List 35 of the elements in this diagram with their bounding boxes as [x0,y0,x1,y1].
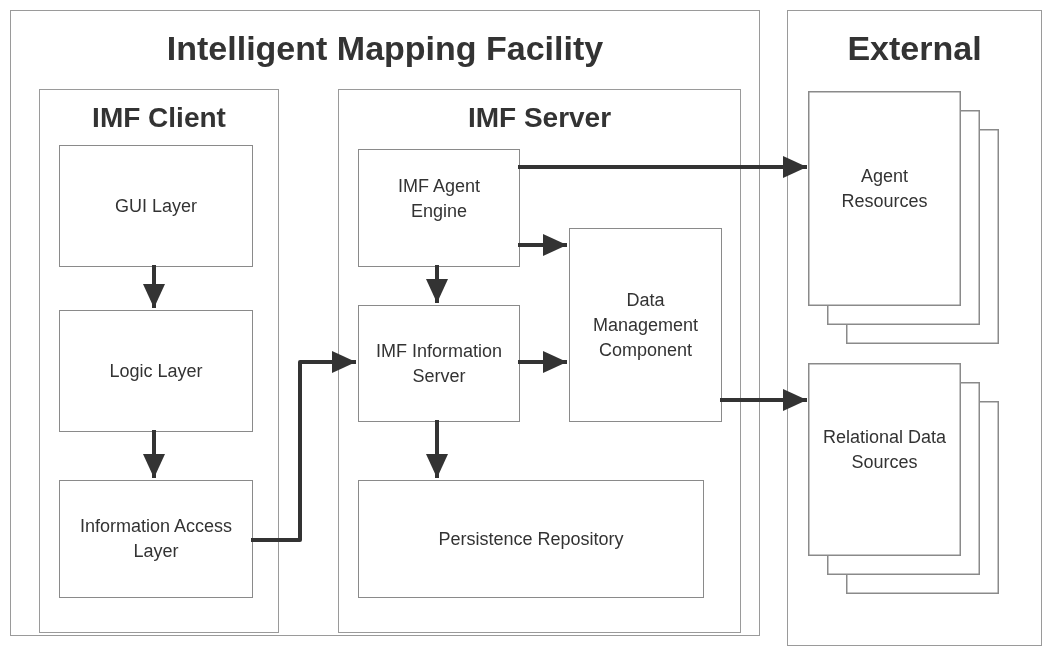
container-panel [10,10,760,636]
box-label: Persistence Repository [437,527,625,551]
box-label: IMF Agent Engine [396,175,481,223]
arrow [143,265,165,308]
box-label: Logic Layer [108,359,204,383]
arrow [251,351,356,542]
arrow [518,234,567,256]
container-panel [39,89,279,633]
document-stack [808,363,999,594]
box-label: Data Management Component [591,288,700,362]
component-box [59,145,253,267]
box-label: Information Access Layer [78,515,234,563]
component-box [569,228,722,422]
box-label: Agent Resources [840,164,929,213]
arrow [518,351,567,373]
component-box [59,480,253,598]
component-box [358,149,520,267]
component-box [358,480,704,598]
document-stack [808,91,999,344]
arrow [426,265,448,303]
section-title: Intelligent Mapping Facility [165,29,605,68]
arrow [426,420,448,478]
arrow [518,156,807,178]
container-panel [787,10,1042,646]
arrow [143,430,165,478]
section-title: External [846,29,983,68]
container-panel [338,89,741,633]
box-label: IMF Information Server [374,339,503,388]
component-box [59,310,253,432]
arrow [720,389,807,411]
section-title: IMF Server [466,102,613,134]
section-title: IMF Client [91,102,227,134]
box-label: Relational Data Sources [821,425,948,474]
box-label: GUI Layer [114,194,198,218]
component-box [358,305,520,422]
